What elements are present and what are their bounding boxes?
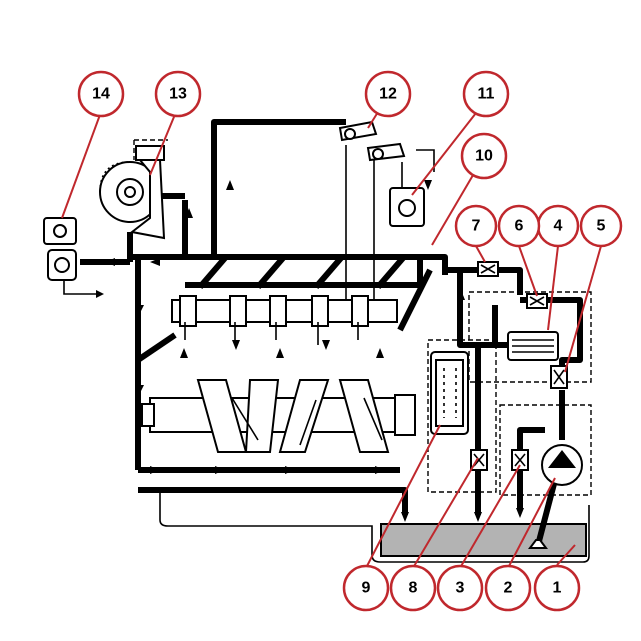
oil-strainer <box>528 539 548 549</box>
air-compressor <box>43 217 96 295</box>
flow-arrows <box>96 180 524 522</box>
callout-3: 3 <box>436 564 484 612</box>
callout-7: 7 <box>454 204 498 248</box>
callout-4-label: 4 <box>554 218 563 235</box>
camshaft <box>171 295 398 345</box>
callout-8: 8 <box>389 564 437 612</box>
callout-1-label: 1 <box>553 580 562 597</box>
callout-13-label: 13 <box>169 86 187 103</box>
callout-10: 10 <box>460 132 508 180</box>
callout-8-label: 8 <box>409 580 418 597</box>
callout-10-label: 10 <box>475 148 493 165</box>
callout-1: 1 <box>533 564 581 612</box>
callout-11: 11 <box>462 70 510 118</box>
callout-6-label: 6 <box>515 218 524 235</box>
oil-pump <box>541 444 583 486</box>
callout-5: 5 <box>579 204 623 248</box>
oil-galleries <box>80 119 583 546</box>
crankshaft <box>141 379 416 453</box>
oil-cooler <box>507 331 559 361</box>
callout-12-label: 12 <box>379 86 397 103</box>
callout-9: 9 <box>342 564 390 612</box>
valve-piston <box>389 149 435 227</box>
callout-12: 12 <box>364 70 412 118</box>
callout-3-label: 3 <box>456 580 465 597</box>
callout-14: 14 <box>77 70 125 118</box>
filter-cooler-group-outline <box>468 291 592 383</box>
rocker-arm-assembly <box>338 120 406 162</box>
callout-7-label: 7 <box>472 218 481 235</box>
callouts: 1 2 3 4 5 6 7 8 9 10 11 12 13 14 <box>61 70 623 612</box>
centrifugal-filter <box>430 351 469 435</box>
callout-5-label: 5 <box>597 218 606 235</box>
callout-9-label: 9 <box>362 580 371 597</box>
callout-4: 4 <box>536 204 580 248</box>
callout-11-label: 11 <box>478 86 495 103</box>
callout-13: 13 <box>154 70 202 118</box>
callout-14-label: 14 <box>92 86 110 103</box>
callout-2: 2 <box>484 564 532 612</box>
callout-6: 6 <box>497 204 541 248</box>
callout-2-label: 2 <box>504 580 513 597</box>
